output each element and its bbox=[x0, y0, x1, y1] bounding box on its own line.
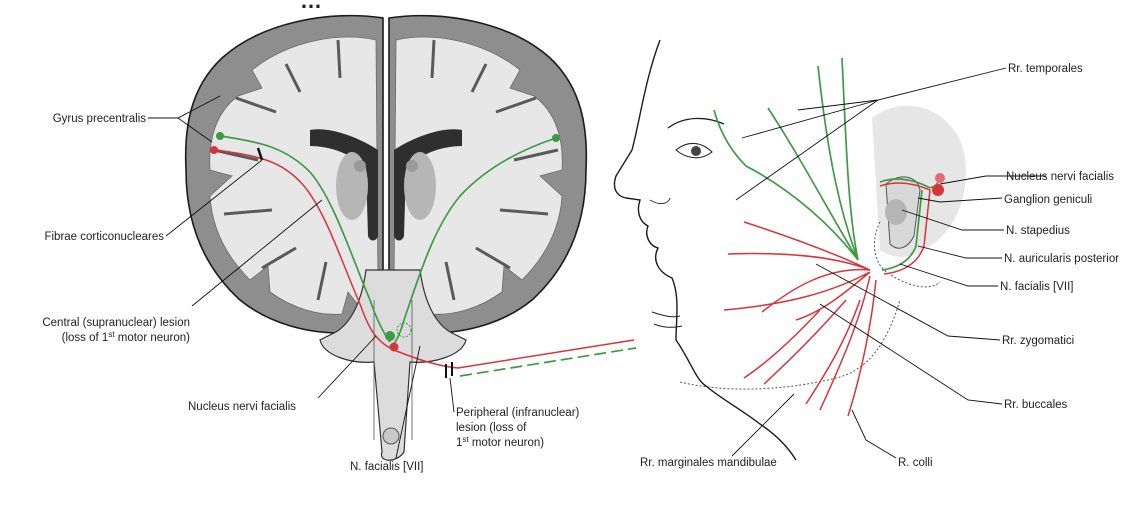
label-nucleus-left: Nucleus nervi facialis bbox=[188, 401, 296, 413]
spinal-canal bbox=[383, 428, 399, 444]
peripheral-lesion-mark bbox=[446, 362, 452, 378]
face-profile bbox=[614, 40, 965, 460]
nerve-dashed-green bbox=[460, 348, 636, 376]
label-gyrus-precentralis: Gyrus precentralis bbox=[53, 113, 147, 125]
cortex-neuron-green-r bbox=[552, 134, 560, 142]
label-nerve-left: N. facialis [VII] bbox=[350, 461, 424, 473]
nucleus-dot-green bbox=[385, 331, 395, 341]
label-nucleus-right: Nucleus nervi facialis bbox=[1006, 171, 1114, 183]
face-outline bbox=[614, 40, 796, 460]
marginal-branches bbox=[806, 276, 870, 410]
label-buccales: Rr. buccales bbox=[1004, 399, 1068, 411]
label-peripheral-3: 1st motor neuron) bbox=[456, 435, 544, 450]
label-ganglion: Ganglion geniculi bbox=[1004, 194, 1092, 206]
label-central-lesion-1: Central (supranuclear) lesion bbox=[42, 317, 190, 329]
label-peripheral-1: Peripheral (infranuclear) bbox=[456, 407, 580, 419]
page-title-partial: … bbox=[300, 0, 322, 13]
ear-shading bbox=[872, 106, 966, 257]
brain-coronal-section bbox=[186, 16, 587, 461]
cortex-neuron-red-l bbox=[210, 146, 218, 154]
jaw-dotted bbox=[680, 300, 900, 389]
nucleus-dot-red bbox=[390, 343, 399, 352]
label-marginales: Rr. marginales mandibulae bbox=[640, 457, 777, 469]
label-central-lesion-2: (loss of 1st motor neuron) bbox=[62, 330, 191, 345]
label-auricularis: N. auricularis posterior bbox=[1004, 253, 1119, 265]
eyebrow bbox=[668, 118, 724, 128]
cochlea bbox=[885, 199, 907, 225]
temporal-branches bbox=[714, 58, 858, 260]
face-nucleus-red bbox=[932, 184, 944, 196]
label-peripheral-2: lesion (loss of bbox=[456, 422, 527, 434]
colli-branch bbox=[848, 280, 876, 416]
label-zygomatici: Rr. zygomatici bbox=[1002, 335, 1074, 347]
label-fibrae: Fibrae corticonucleares bbox=[44, 231, 164, 243]
label-facialis-right: N. facialis [VII] bbox=[1000, 281, 1074, 293]
label-stapedius: N. stapedius bbox=[1006, 225, 1070, 237]
nose-detail bbox=[650, 198, 670, 204]
label-temporales: Rr. temporales bbox=[1008, 63, 1083, 75]
cortex-neuron-green-l bbox=[216, 132, 224, 140]
label-colli: R. colli bbox=[898, 457, 933, 469]
